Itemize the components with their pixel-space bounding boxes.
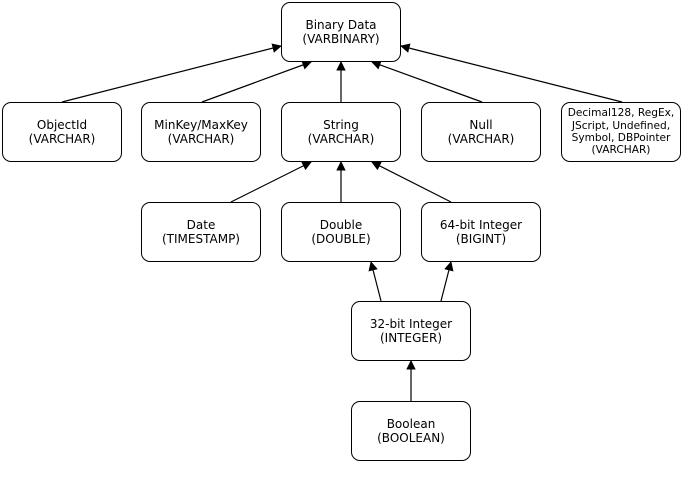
node-objectid: ObjectId (VARCHAR) bbox=[2, 102, 122, 162]
edge-date-to-string bbox=[230, 161, 312, 203]
edge-null-to-binary bbox=[371, 60, 483, 103]
node-decimal128-group-line-2: JScript, Undefined, bbox=[571, 119, 671, 132]
node-date-line-1: Date bbox=[186, 218, 216, 232]
node-64bit-integer: 64-bit Integer (BIGINT) bbox=[421, 202, 541, 262]
node-null: Null (VARCHAR) bbox=[421, 102, 541, 162]
node-minkey-maxkey-line-2: (VARCHAR) bbox=[167, 132, 235, 146]
node-32bit-integer-line-1: 32-bit Integer bbox=[369, 317, 453, 331]
node-null-line-2: (VARCHAR) bbox=[447, 132, 515, 146]
node-string-line-1: String bbox=[323, 118, 359, 132]
node-binary-data-line-2: (VARBINARY) bbox=[302, 32, 380, 46]
node-decimal128-group: Decimal128, RegEx, JScript, Undefined, S… bbox=[561, 102, 681, 162]
node-32bit-integer-line-2: (INTEGER) bbox=[379, 331, 442, 345]
node-double: Double (DOUBLE) bbox=[281, 202, 401, 262]
edge-int64-to-string bbox=[371, 161, 452, 203]
edge-decimal-to-binary bbox=[400, 43, 623, 103]
node-binary-data: Binary Data (VARBINARY) bbox=[281, 2, 401, 62]
node-decimal128-group-line-4: (VARCHAR) bbox=[591, 144, 651, 157]
edge-int32-to-int64 bbox=[440, 261, 454, 302]
node-date: Date (TIMESTAMP) bbox=[141, 202, 261, 262]
node-decimal128-group-line-1: Decimal128, RegEx, bbox=[567, 107, 675, 120]
node-boolean-line-2: (BOOLEAN) bbox=[377, 431, 445, 445]
node-string: String (VARCHAR) bbox=[281, 102, 401, 162]
node-boolean: Boolean (BOOLEAN) bbox=[351, 401, 471, 461]
node-null-line-1: Null bbox=[469, 118, 493, 132]
edge-minmax-to-binary bbox=[201, 60, 312, 103]
edge-objectid-to-binary bbox=[61, 43, 282, 103]
node-32bit-integer: 32-bit Integer (INTEGER) bbox=[351, 301, 471, 361]
node-double-line-1: Double bbox=[319, 218, 363, 232]
edge-int32-to-double bbox=[368, 261, 382, 302]
node-binary-data-line-1: Binary Data bbox=[305, 18, 377, 32]
node-64bit-integer-line-2: (BIGINT) bbox=[455, 232, 507, 246]
node-decimal128-group-line-3: Symbol, DBPointer bbox=[571, 132, 671, 144]
node-objectid-line-2: (VARCHAR) bbox=[28, 132, 96, 146]
node-boolean-line-1: Boolean bbox=[386, 417, 436, 431]
node-double-line-2: (DOUBLE) bbox=[311, 232, 371, 246]
node-string-line-2: (VARCHAR) bbox=[307, 132, 375, 146]
node-date-line-2: (TIMESTAMP) bbox=[162, 232, 240, 246]
node-64bit-integer-line-1: 64-bit Integer bbox=[439, 218, 523, 232]
node-minkey-maxkey: MinKey/MaxKey (VARCHAR) bbox=[141, 102, 261, 162]
node-objectid-line-1: ObjectId bbox=[36, 118, 88, 132]
node-minkey-maxkey-line-1: MinKey/MaxKey bbox=[154, 118, 248, 132]
